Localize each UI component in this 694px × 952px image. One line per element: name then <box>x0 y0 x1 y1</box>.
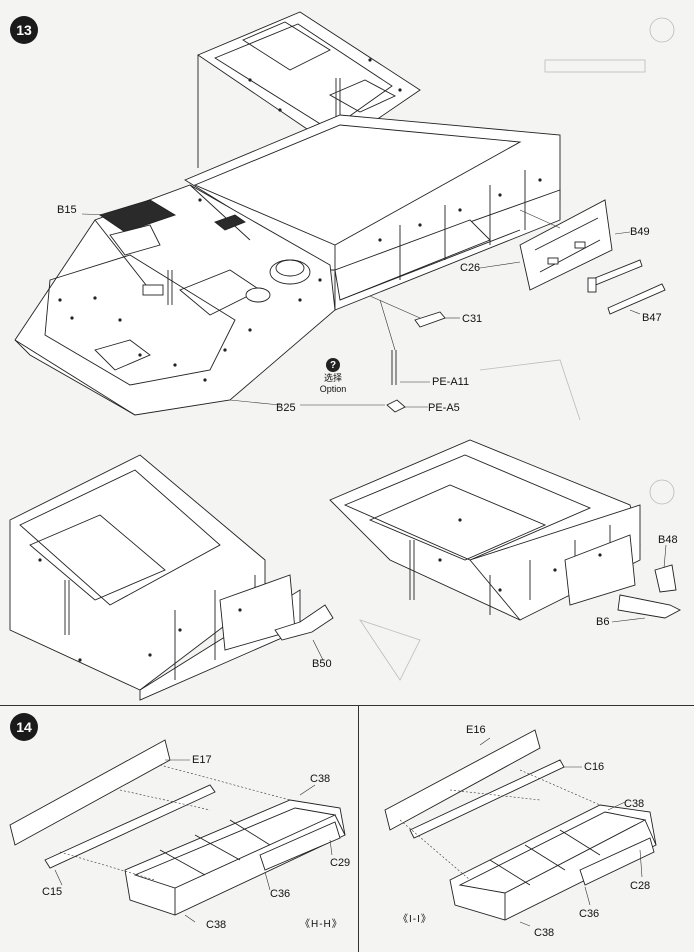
step14-right-drawing <box>384 729 657 927</box>
label-b48: B48 <box>658 534 678 546</box>
hull-detail-right <box>329 439 681 623</box>
hull-main <box>14 11 666 416</box>
label-c36-right: C36 <box>579 908 600 920</box>
label-c29: C29 <box>330 857 351 869</box>
label-b49: B49 <box>630 226 650 238</box>
option-label-en: Option <box>319 384 347 394</box>
step14-left-drawing <box>9 739 346 923</box>
label-c38-right-bottom: C38 <box>534 927 555 939</box>
section-divider <box>358 706 359 952</box>
label-b6: B6 <box>596 616 610 628</box>
option-icon: ? <box>326 358 340 372</box>
label-c38-right-top: C38 <box>624 798 645 810</box>
step14-badge: 14 <box>10 713 38 741</box>
label-c15: C15 <box>42 886 63 898</box>
label-c31: C31 <box>462 313 483 325</box>
label-e16: E16 <box>466 724 486 736</box>
label-c26: C26 <box>460 262 481 274</box>
section-label-h-h: 《H-H》 <box>300 919 343 930</box>
label-b25: B25 <box>276 402 296 414</box>
label-c16: C16 <box>584 761 605 773</box>
step-divider <box>0 705 694 706</box>
label-c38-left-bottom: C38 <box>206 919 227 931</box>
ghost-marks <box>359 17 675 681</box>
label-c36-left: C36 <box>270 888 291 900</box>
label-c38-left-top: C38 <box>310 773 331 785</box>
label-c28: C28 <box>630 880 651 892</box>
section-label-i-i: 《I-I》 <box>398 914 432 925</box>
label-b47: B47 <box>642 312 662 324</box>
label-e17: E17 <box>192 754 212 766</box>
option-label-cn: 选择 <box>323 373 342 383</box>
hull-detail-left <box>9 454 334 701</box>
label-pe-a11: PE-A11 <box>432 376 470 388</box>
step13-badge: 13 <box>10 16 38 44</box>
label-b15: B15 <box>57 204 77 216</box>
label-pe-a5: PE-A5 <box>428 402 460 414</box>
label-b50: B50 <box>312 658 332 670</box>
